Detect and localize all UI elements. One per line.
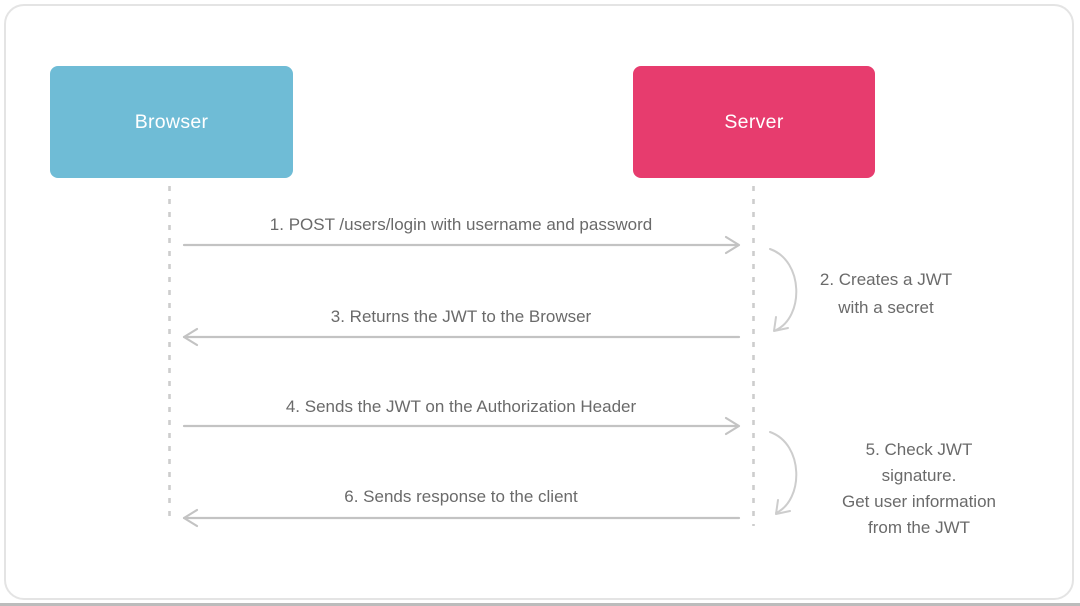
actor-label-browser: Browser [134, 110, 209, 133]
message-6-label: 6. Sends response to the client [344, 487, 578, 506]
message-5-label: 5. Check JWT signature. Get user informa… [841, 440, 996, 537]
window-bottom-edge [0, 603, 1080, 606]
message-1-label: 1. POST /users/login with username and p… [269, 215, 653, 234]
actor-box-server: Server [633, 66, 875, 178]
actor-box-browser: Browser [50, 66, 293, 178]
message-4-label: 4. Sends the JWT on the Authorization He… [285, 397, 637, 416]
message-2-label: 2. Creates a JWT with a secret [819, 270, 953, 317]
actor-label-server: Server [724, 110, 784, 133]
message-3-label: 3. Returns the JWT to the Browser [330, 307, 592, 326]
